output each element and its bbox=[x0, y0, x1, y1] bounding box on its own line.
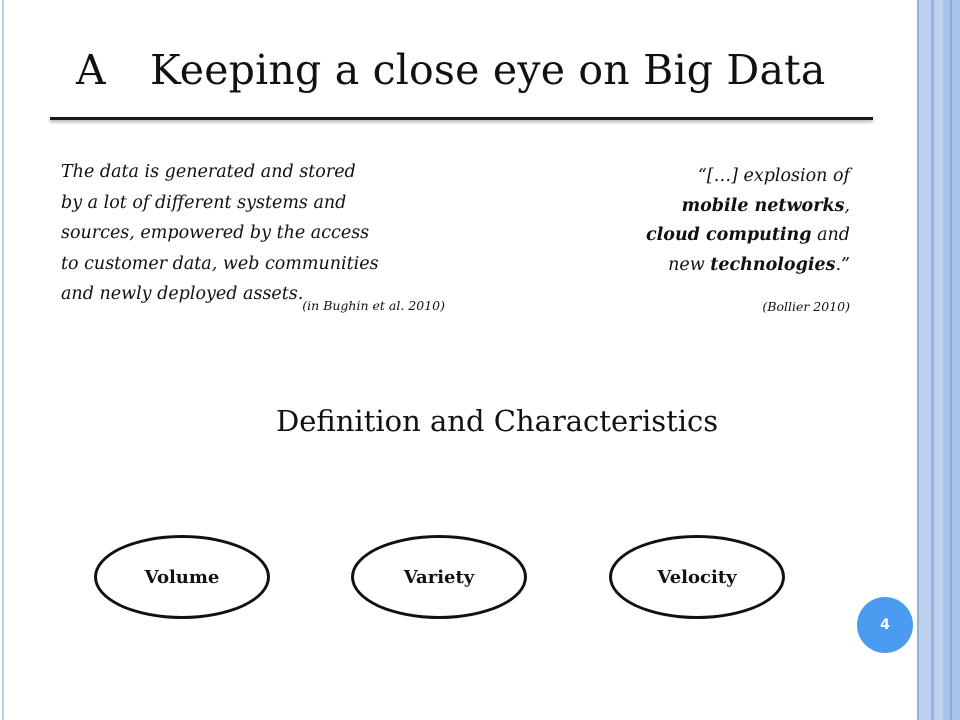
quote-left: The data is generated and stored by a lo… bbox=[61, 157, 461, 310]
quote-left-line: by a lot of different systems and bbox=[61, 192, 347, 213]
title-text: Keeping a close eye on Big Data bbox=[150, 46, 826, 94]
quote-left-line: The data is generated and stored bbox=[61, 162, 356, 182]
quote-right-text: and bbox=[811, 225, 850, 245]
slide-title: A Keeping a close eye on Big Data bbox=[76, 46, 896, 94]
quote-left-line: and newly deployed assets. bbox=[61, 284, 304, 304]
title-letter: A bbox=[76, 46, 106, 94]
emphasis-technologies: technologies bbox=[710, 254, 836, 275]
band-stripe bbox=[950, 0, 952, 720]
quote-right-text: “[…] explosion of bbox=[697, 166, 850, 186]
right-decorative-band bbox=[917, 0, 960, 720]
citation-left: (in Bughin et al. 2010) bbox=[302, 298, 445, 313]
left-border-line bbox=[2, 0, 4, 720]
quote-right-text: .” bbox=[835, 254, 850, 275]
quote-left-line: to customer data, web communities bbox=[61, 253, 379, 274]
title-underline bbox=[50, 117, 873, 120]
quote-right-text: , bbox=[844, 195, 850, 216]
quote-right-line: new technologies.” bbox=[540, 251, 850, 281]
page-number-badge: 4 bbox=[857, 597, 913, 653]
quote-right: “[…] explosion of mobile networks, cloud… bbox=[540, 162, 850, 280]
characteristic-volume: Volume bbox=[94, 535, 270, 619]
quote-right-line: “[…] explosion of bbox=[540, 162, 850, 192]
quote-right-line: mobile networks, bbox=[540, 192, 850, 222]
characteristic-variety: Variety bbox=[351, 535, 527, 619]
band-stripe bbox=[917, 0, 919, 720]
citation-right: (Bollier 2010) bbox=[762, 299, 850, 314]
quote-right-line: cloud computing and bbox=[540, 221, 850, 251]
quote-left-line: sources, empowered by the access bbox=[61, 223, 370, 243]
quote-right-text: new bbox=[668, 254, 711, 275]
band-stripe bbox=[931, 0, 934, 720]
emphasis-cloud-computing: cloud computing bbox=[645, 225, 812, 245]
emphasis-mobile-networks: mobile networks bbox=[681, 195, 845, 216]
characteristic-velocity: Velocity bbox=[609, 535, 785, 619]
section-subtitle: Definition and Characteristics bbox=[276, 404, 719, 438]
